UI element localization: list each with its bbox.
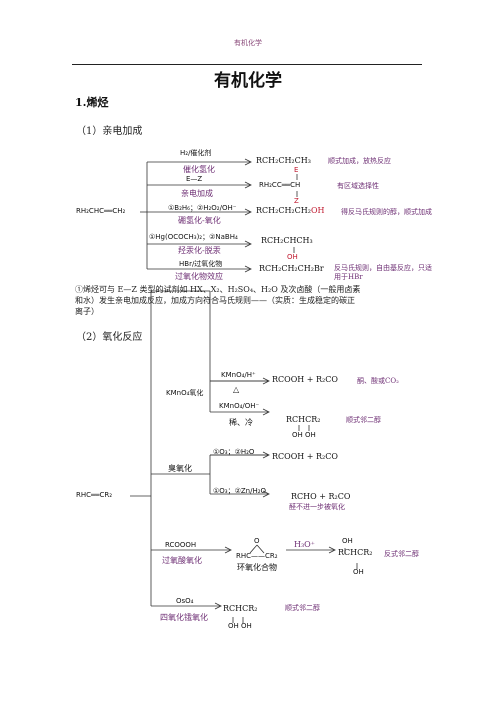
reagent-peracid: RCOOOH (165, 541, 197, 549)
reagent-electrophilic: E—Z (186, 175, 203, 183)
page-header: 有机化学 (234, 39, 262, 47)
page-title: 有机化学 (214, 71, 282, 91)
product-kmno4-acid: RCOOH + R₂CO (272, 375, 338, 384)
label-hydroboration: 硼氢化-氧化 (178, 216, 221, 225)
oxidation-reactant: RHC══CR₂ (76, 491, 113, 499)
product-hydrogenation: RCH₂CH₂CH₃ (256, 156, 311, 165)
reagent-kmno4-acid: KMnO₄/H⁺ (221, 371, 256, 379)
product-electrophilic: RH₂CC══CH (259, 181, 301, 189)
subheading-oxidation: （2）氧化反应 (76, 332, 143, 343)
reagent-hydronium: H₃O⁺ (294, 540, 315, 549)
product-oxymercuration: RCH₂CHCH₃ (261, 236, 313, 245)
product-peracid: RCHCR₂ (338, 548, 373, 557)
product-e-substituent: E (294, 166, 299, 174)
reagent-oxymercuration: ①Hg(OCOCH₃)₂；②NaBH₄ (149, 233, 238, 241)
reagent-oso4: OsO₄ (176, 597, 194, 605)
reagent-ozone-water: ①O₃；②H₂O (213, 448, 255, 456)
reagent-kmno4-base: KMnO₄/OH⁻ (219, 402, 260, 410)
label-peracid: 过氧酸氧化 (162, 556, 202, 565)
note-hydroboration: 得反马氏规则的醇，顺式加成 (341, 208, 432, 216)
product-oso4-oh: OH OH (228, 622, 252, 630)
label-kmno4: KMnO₄氧化 (166, 389, 204, 397)
note-kmno4-acid: 酮、酸或CO₂ (357, 377, 399, 385)
epoxide-structure: RHC——CR₂ (236, 552, 278, 560)
epoxide-oxygen: O (254, 537, 260, 545)
product-z-substituent: Z (294, 197, 299, 205)
subheading-electrophilic-addition: （1）亲电加成 (76, 126, 143, 137)
label-ozonolysis: 臭氧化 (168, 464, 192, 473)
label-peroxide: 过氧化物效应 (175, 272, 223, 281)
condition-heat: △ (233, 385, 240, 394)
alkene-reactant: RH₂CHC══CH₂ (76, 207, 126, 215)
note-hydrogenation: 顺式加成，放热反应 (328, 157, 391, 165)
note-kmno4-base: 顺式邻二醇 (346, 416, 381, 424)
note-peracid: 反式邻二醇 (384, 550, 419, 558)
label-electrophilic: 亲电加成 (181, 189, 213, 198)
product-peracid-oh-top: OH (342, 537, 353, 545)
product-oxymercuration-oh: OH (287, 253, 298, 261)
header-rule (72, 64, 422, 65)
label-epoxide: 环氧化合物 (237, 563, 277, 572)
product-ozone-zinc: RCHO + R₂CO (291, 492, 351, 501)
reagent-hydroboration: ①B₂H₆；②H₂O₂/OH⁻ (168, 204, 237, 212)
reagent-hydrogenation: H₂/催化剂 (180, 149, 212, 157)
product-peracid-oh-bottom: OH (353, 568, 364, 576)
product-hydroboration: RCH₂CH₂CH₂OH (256, 206, 325, 215)
condition-dilute-cold: 稀、冷 (229, 418, 253, 427)
note-peroxide-line1: 反马氏规则，自由基反应，只适 (334, 264, 432, 272)
note-oso4: 顺式邻二醇 (285, 604, 320, 612)
label-hydrogenation: 催化氢化 (183, 165, 215, 174)
product-ozone-water: RCOOH + R₂CO (272, 452, 338, 461)
label-oxymercuration: 羟汞化-脱汞 (178, 246, 221, 255)
reagent-ozone-zinc: ①O₃；②Zn/H₂O (213, 487, 267, 495)
note-electrophilic: 有区域选择性 (337, 182, 379, 190)
product-peroxide: RCH₂CH₂CH₂Br (259, 264, 324, 273)
markovnikov-paragraph: ①烯烃可与 E—Z 类型的试剂如 HX、X₂、H₂SO₄、H₂O 及次卤酸（一般… (75, 285, 361, 316)
section-heading-alkene: 1.烯烃 (75, 96, 109, 109)
product-kmno4-base: RCHCR₂ (286, 415, 321, 424)
product-oso4: RCHCR₂ (223, 604, 258, 613)
note-peroxide-line2: 用于HBr (334, 273, 363, 281)
label-oso4: 四氧化锇氧化 (160, 613, 208, 622)
note-ozone-zinc: 醛不进一步被氧化 (289, 503, 345, 511)
product-kmno4-base-oh: OH OH (292, 431, 316, 439)
reagent-peroxide: HBr/过氧化物 (179, 260, 223, 268)
